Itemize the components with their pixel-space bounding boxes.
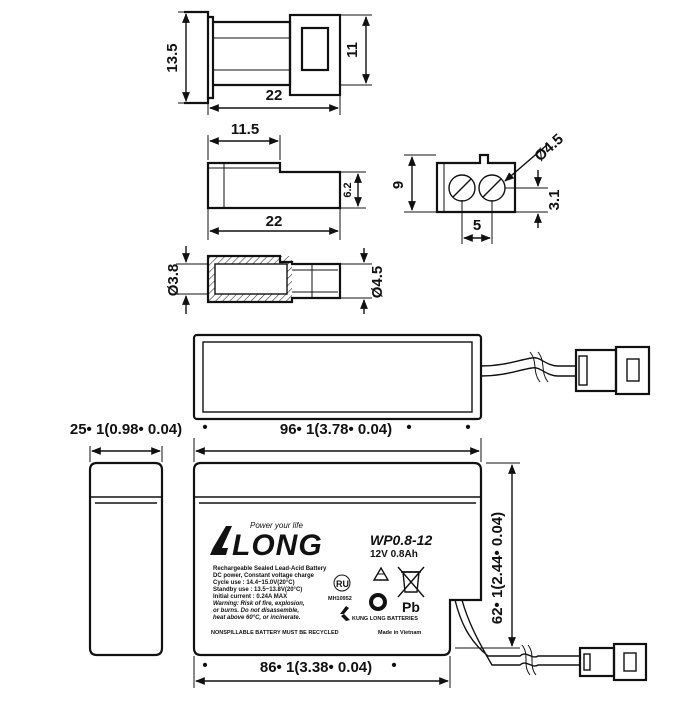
dim-pin-diameter-label: Ø4.5 bbox=[531, 131, 567, 165]
dim-battery-height-label: 62• 1(2.44• 0.04) bbox=[489, 512, 506, 624]
dim-outer-diameter: Ø4.5 bbox=[340, 248, 386, 314]
dim-pin-diameter: Ø4.5 bbox=[504, 131, 567, 182]
connector-top-view: 13.5 11 22 bbox=[164, 10, 372, 115]
dim-pin-offset: 3.1 bbox=[505, 170, 563, 228]
brand-logo: LONG bbox=[210, 526, 323, 562]
connector-side-view: 11.5 6.2 22 bbox=[206, 121, 366, 240]
dim-pin-offset-label: 3.1 bbox=[546, 190, 563, 211]
svg-text:RU: RU bbox=[336, 579, 349, 589]
spec-text: Rechargeable Sealed Lead-Acid Battery DC… bbox=[213, 566, 327, 621]
dim-dot: • bbox=[406, 419, 411, 436]
spec-line: heat above 60°C, or incinerate. bbox=[213, 615, 301, 621]
spec-line: Cycle use : 14.4~15.0V(20°C) bbox=[213, 580, 295, 586]
dim-end-height: 9 bbox=[390, 154, 436, 213]
dim-case-length-label: 86• 1(3.38• 0.04) bbox=[260, 659, 372, 676]
dim-connector-inner-height-label: 11 bbox=[344, 42, 361, 58]
dim-connector-length-side: 22 bbox=[207, 208, 341, 240]
spec-line: Initial current : 0.24A MAX bbox=[213, 594, 287, 600]
dim-battery-height: 62• 1(2.44• 0.04) bbox=[455, 462, 520, 649]
dim-step-length: 11.5 bbox=[207, 121, 281, 160]
ul-mark-icon: RU bbox=[333, 574, 351, 592]
spec-line: Rechargeable Sealed Lead-Acid Battery bbox=[213, 566, 327, 572]
battery-top-view bbox=[192, 333, 651, 421]
recycle-seal-icon bbox=[369, 593, 387, 611]
recycle-icon bbox=[372, 566, 390, 581]
dim-connector-length-side-label: 22 bbox=[266, 213, 283, 230]
dim-outer-diameter-label: Ø4.5 bbox=[369, 266, 386, 299]
label-footer-right: Made in Vietnam bbox=[378, 630, 421, 636]
model-number: WP0.8-12 bbox=[370, 532, 432, 548]
dim-connector-length-top: 22 bbox=[207, 87, 341, 115]
dim-side-width-label: 25• 1(0.98• 0.04) bbox=[70, 421, 182, 438]
dim-inner-diameter: Ø3.8 bbox=[165, 246, 208, 314]
kung-long-logo-icon bbox=[340, 606, 350, 621]
dim-case-length: • 86• 1(3.38• 0.04) • bbox=[193, 656, 451, 688]
brand-name: LONG bbox=[232, 529, 323, 562]
lead-symbol: Pb bbox=[402, 599, 420, 615]
dim-connector-height-label: 13.5 bbox=[164, 43, 181, 72]
dim-connector-length-top-label: 22 bbox=[266, 87, 283, 104]
spec-line: or burns. Do not disassemble, bbox=[213, 608, 299, 614]
spec-line: DC power, Constant voltage charge bbox=[213, 573, 315, 579]
dim-dot: • bbox=[465, 419, 470, 436]
dim-connector-inner-height: 11 bbox=[340, 14, 372, 86]
battery-label: Power your life LONG WP0.8-12 12V 0.8Ah … bbox=[210, 521, 432, 636]
ul-code: MH10952 bbox=[328, 596, 352, 602]
dim-end-height-label: 9 bbox=[390, 181, 407, 189]
spec-line: Warning: Risk of fire, explosion, bbox=[213, 601, 305, 607]
label-tagline: Power your life bbox=[250, 521, 303, 530]
dim-dot: • bbox=[391, 657, 396, 674]
battery-side-view: 25• 1(0.98• 0.04) bbox=[70, 421, 182, 657]
connector-section-view: Ø3.8 Ø4.5 bbox=[165, 246, 386, 314]
spec-line: Standby use : 13.5~13.8V(20°C) bbox=[213, 587, 302, 593]
label-footer-left: NONSPILLABLE BATTERY MUST BE RECYCLED bbox=[211, 630, 339, 636]
dim-battery-length: • 96• 1(3.78• 0.04) • • bbox=[193, 419, 482, 462]
dim-battery-length-label: 96• 1(3.78• 0.04) bbox=[280, 421, 392, 438]
battery-rating: 12V 0.8Ah bbox=[370, 549, 418, 560]
dim-step-height-label: 6.2 bbox=[342, 182, 354, 197]
dim-dot: • bbox=[202, 419, 207, 436]
connector-top-body bbox=[184, 10, 342, 105]
crossed-bin-icon bbox=[397, 566, 425, 598]
manufacturer-name: KUNG LONG BATTERIES bbox=[352, 616, 418, 622]
battery-front-view: Power your life LONG WP0.8-12 12V 0.8Ah … bbox=[192, 419, 648, 688]
connector-end-view: 9 Ø4.5 5 3.1 bbox=[390, 131, 567, 244]
dim-pin-pitch-label: 5 bbox=[473, 217, 481, 234]
dim-step-length-label: 11.5 bbox=[231, 121, 259, 138]
dim-dot: • bbox=[202, 657, 207, 674]
dim-inner-diameter-label: Ø3.8 bbox=[165, 264, 182, 297]
dim-pin-pitch: 5 bbox=[461, 200, 493, 244]
dim-step-height: 6.2 bbox=[340, 171, 366, 209]
dim-connector-height: 13.5 bbox=[164, 11, 196, 104]
